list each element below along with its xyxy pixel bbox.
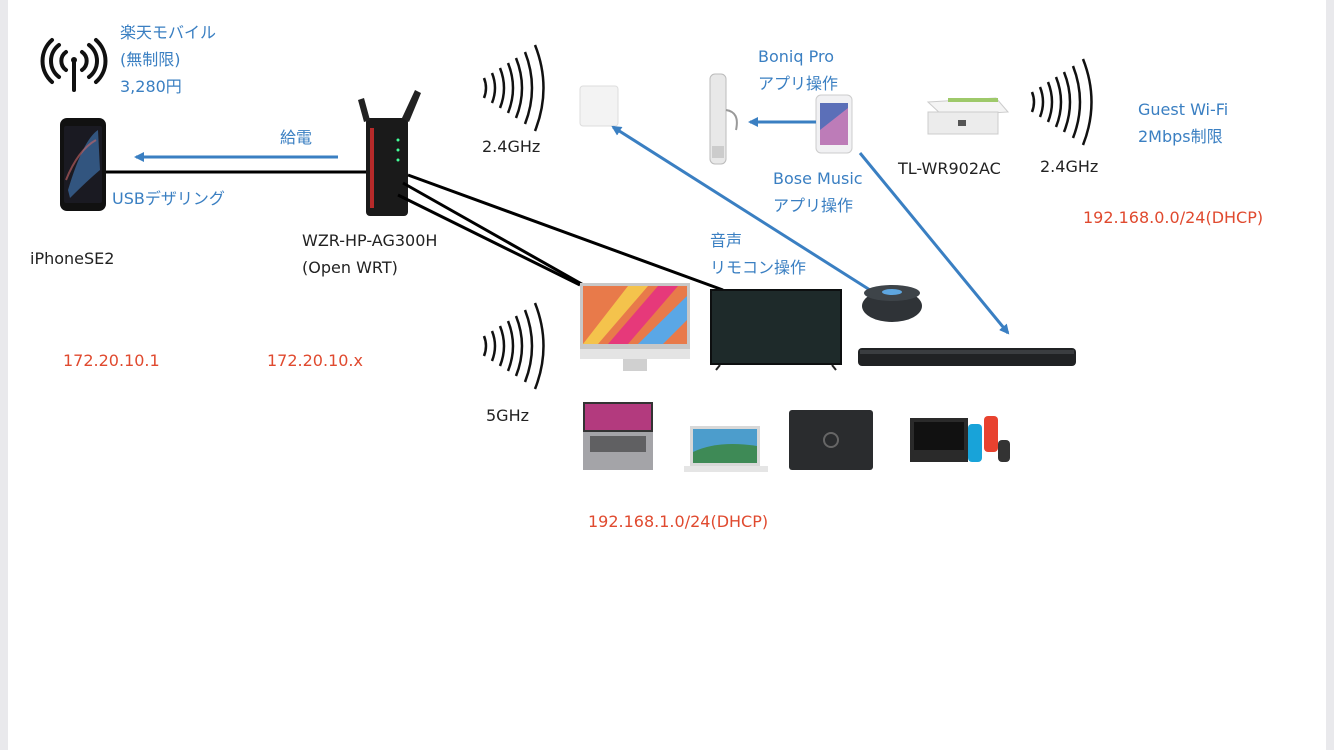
guest-subnet: 192.168.0.0/24(DHCP) <box>1083 208 1264 227</box>
boniq-label: Boniq Pro アプリ操作 <box>758 43 838 97</box>
diagram-graphics <box>40 38 1093 472</box>
network-diagram: 楽天モバイル (無制限) 3,280円 iPhoneSE2 給電 USBデザリン… <box>8 0 1326 750</box>
wifi-wave-guest-icon <box>1030 58 1093 146</box>
main-subnet: 192.168.1.0/24(DHCP) <box>588 512 769 531</box>
arrow-iphone8-soundbar <box>858 152 1010 335</box>
dell-laptop-device <box>789 410 873 470</box>
echo-dot-device <box>862 285 922 322</box>
wifi-wave-24ghz-icon <box>482 44 545 132</box>
band-5ghz-label: 5GHz <box>486 406 530 425</box>
router-model: WZR-HP-AG300H <box>302 231 438 250</box>
bose-label: Bose Music アプリ操作 <box>773 165 863 219</box>
bose-control: アプリ操作 <box>773 196 854 215</box>
tethering-label: USBデザリング <box>112 189 225 208</box>
boniq-hub-device <box>579 85 619 127</box>
macbook-air-device <box>684 426 768 472</box>
carrier-plan: (無制限) <box>120 50 181 69</box>
voice-label: 音声 リモコン操作 <box>710 227 806 281</box>
guest-ssid: Guest Wi-Fi <box>1138 100 1229 119</box>
macbook-pro-device <box>583 402 653 470</box>
boniq-control: アプリ操作 <box>758 74 839 93</box>
power-label: 給電 <box>280 128 313 147</box>
boniq-pro-device <box>709 73 738 165</box>
router-device <box>358 90 421 216</box>
iphone-ip: 172.20.10.1 <box>63 351 160 370</box>
band-24ghz-main-label: 2.4GHz <box>482 137 541 156</box>
wire-router-tv <box>407 173 724 292</box>
tv-device <box>710 289 842 371</box>
carrier-name: 楽天モバイル <box>120 23 217 42</box>
carrier-price: 3,280円 <box>120 77 182 96</box>
wifi-wave-5ghz-icon <box>482 302 545 390</box>
guest-limit: 2Mbps制限 <box>1138 127 1223 146</box>
bose-name: Bose Music <box>773 169 863 188</box>
voice-control: リモコン操作 <box>710 258 807 277</box>
carrier-label: 楽天モバイル (無制限) 3,280円 <box>120 19 216 100</box>
iphone8-device <box>815 94 853 154</box>
imac-device <box>580 283 690 371</box>
cell-tower-icon <box>40 38 108 92</box>
boniq-name: Boniq Pro <box>758 47 834 66</box>
arrow-echo-hub <box>611 125 871 292</box>
bose-soundbar-device <box>858 348 1076 366</box>
tl-wr902ac-device <box>926 97 1010 135</box>
tplink-label: TL-WR902AC <box>898 159 1001 178</box>
router-label: WZR-HP-AG300H (Open WRT) <box>302 227 437 281</box>
wire-router-imac <box>397 193 581 287</box>
iphone-label: iPhoneSE2 <box>30 249 115 268</box>
router-ip: 172.20.10.x <box>267 351 363 370</box>
band-24ghz-guest-label: 2.4GHz <box>1040 157 1099 176</box>
guest-label: Guest Wi-Fi 2Mbps制限 <box>1138 96 1228 150</box>
router-firmware: (Open WRT) <box>302 258 398 277</box>
voice-title: 音声 <box>710 231 743 250</box>
nintendo-switch-device <box>910 416 1010 462</box>
iphone-se2-device <box>60 118 106 211</box>
